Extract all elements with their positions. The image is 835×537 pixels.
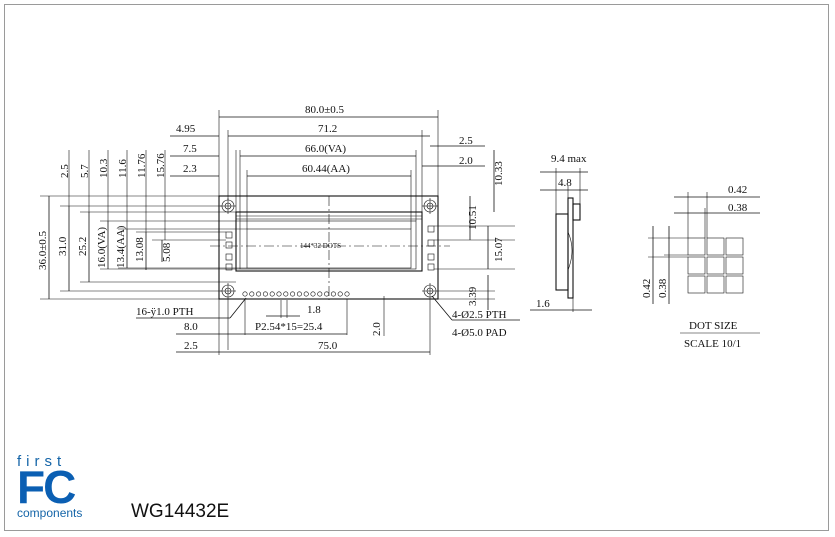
side-top-part [572, 203, 581, 221]
side-dim-4-8: 4.8 [558, 177, 572, 189]
connector-pin [296, 291, 302, 297]
dot-width-pitch: 0.42 [728, 184, 747, 196]
left-dimensions: 36.0±0.5 31.0 25.2 16.0(VA) 13.4(AA) 13.… [37, 150, 247, 300]
dot-height-pitch: 0.42 [641, 279, 653, 298]
mount-hole-pad-label: 4-Ø5.0 PAD [452, 327, 507, 339]
led-tab-right [427, 225, 435, 271]
dim-right-2-5: 2.5 [459, 135, 473, 147]
dot-size-title: DOT SIZE [689, 320, 738, 332]
dim-right-3-39: 3.39 [467, 286, 479, 306]
dots-label: 144*32 DOTS [300, 242, 341, 250]
mount-hole-pth-label: 4-Ø2.5 PTH [452, 309, 506, 321]
dot-pixel [706, 256, 725, 275]
dim-top-2-5: 2.5 [59, 164, 71, 178]
dim-right-10-51: 10.51 [467, 205, 479, 230]
dim-hole-pitch-y: 31.0 [57, 236, 69, 256]
led-tab-left [225, 231, 233, 271]
dot-pixel [725, 275, 744, 294]
drawing-frame [4, 4, 829, 531]
right-dimensions: 10.51 15.07 3.39 [434, 196, 515, 310]
mounting-hole-bottom-right [422, 283, 438, 299]
connector-pin [276, 291, 282, 297]
connector-pin [256, 291, 262, 297]
dim-right-15-07: 15.07 [493, 237, 505, 262]
logo-fc-text: FC [17, 461, 76, 513]
dot-pixel [725, 237, 744, 256]
dim-right-2-0: 2.0 [459, 155, 473, 167]
dim-aa-height: 13.4(AA) [115, 225, 127, 268]
dim-top-11-6: 11.6 [117, 159, 129, 178]
dim-left-2-3: 2.3 [183, 163, 197, 175]
dim-25-2: 25.2 [77, 237, 89, 256]
mounting-hole-top-right [422, 198, 438, 214]
dim-pin-pitch: P2.54*15=25.4 [255, 321, 323, 333]
dot-scale-label: SCALE 10/1 [684, 338, 741, 350]
dim-right-10-33: 10.33 [493, 161, 505, 186]
dim-top-10-3: 10.3 [98, 158, 110, 178]
dot-detail: 0.42 0.38 0.42 0.38 DOT SIZE SCALE 10/1 [641, 184, 760, 350]
dot-pixel [706, 275, 725, 294]
viewing-area [239, 220, 417, 270]
connector-pin [330, 291, 336, 297]
connector-pin [310, 291, 316, 297]
dot-pixel [687, 275, 706, 294]
dot-pixel [687, 237, 706, 256]
company-logo: first FC components [17, 453, 101, 525]
connector-pin [344, 291, 350, 297]
side-dim-1-6: 1.6 [536, 298, 550, 310]
dot-width: 0.38 [728, 202, 748, 214]
front-view: 144*32 DOTS [210, 195, 450, 300]
logo-first-text: first [17, 453, 67, 470]
connector-pin [262, 291, 268, 297]
dim-va-height: 16.0(VA) [96, 227, 108, 268]
dim-va-width: 66.0(VA) [305, 143, 346, 155]
connector-pin [303, 291, 309, 297]
dim-overall-width: 80.0±0.5 [305, 104, 345, 116]
dim-hole-pitch-x: 71.2 [318, 123, 337, 135]
dim-hole-pitch-75: 75.0 [318, 340, 338, 352]
side-lightguide [567, 231, 573, 271]
side-max-thickness: 9.4 max [551, 153, 587, 165]
dot-grid [687, 237, 744, 294]
connector-pin [249, 291, 255, 297]
dim-5-08: 5.08 [161, 242, 173, 262]
dim-aa-width: 60.44(AA) [302, 163, 350, 175]
dim-left-7-5: 7.5 [183, 143, 197, 155]
dim-overall-height: 36.0±0.5 [37, 230, 49, 270]
dim-pin1-offset: 8.0 [184, 321, 198, 333]
top-dimensions: 80.0±0.5 71.2 66.0(VA) 60.44(AA) 4.95 7.… [170, 104, 505, 229]
connector-pin [242, 291, 248, 297]
connector-pins [242, 291, 350, 297]
dot-pixel [706, 237, 725, 256]
mounting-hole-bottom-left [220, 283, 236, 299]
connector-pin [283, 291, 289, 297]
connector-pin [317, 291, 323, 297]
connector-pin [290, 291, 296, 297]
side-view: 9.4 max 4.8 1.6 [530, 153, 592, 312]
dim-bottom-2-0: 2.0 [371, 322, 383, 336]
dim-top-11-76: 11.76 [136, 153, 148, 178]
logo-components-text: components [17, 506, 83, 520]
pin-hole-label: 16-ÿ1.0 PTH [136, 306, 194, 318]
dim-1-8: 1.8 [307, 304, 321, 316]
dim-13-08: 13.08 [134, 237, 146, 262]
connector-pin [337, 291, 343, 297]
connector-pin [269, 291, 275, 297]
bottom-dimensions: 16-ÿ1.0 PTH 8.0 1.8 P2.54*15=25.4 2.0 2.… [136, 295, 520, 355]
dot-pixel [725, 256, 744, 275]
connector-pin [324, 291, 330, 297]
dim-left-4-95: 4.95 [176, 123, 196, 135]
model-number: WG14432E [131, 501, 230, 522]
side-bezel [555, 213, 569, 291]
dim-bottom-2-5: 2.5 [184, 340, 198, 352]
dim-top-15-76: 15.76 [155, 153, 167, 178]
side-pcb [567, 197, 574, 299]
dot-pixel [687, 256, 706, 275]
mounting-hole-top-left [220, 198, 236, 214]
pcb-outline [218, 195, 439, 300]
dot-height: 0.38 [657, 278, 669, 298]
dim-top-5-7: 5.7 [79, 164, 91, 178]
